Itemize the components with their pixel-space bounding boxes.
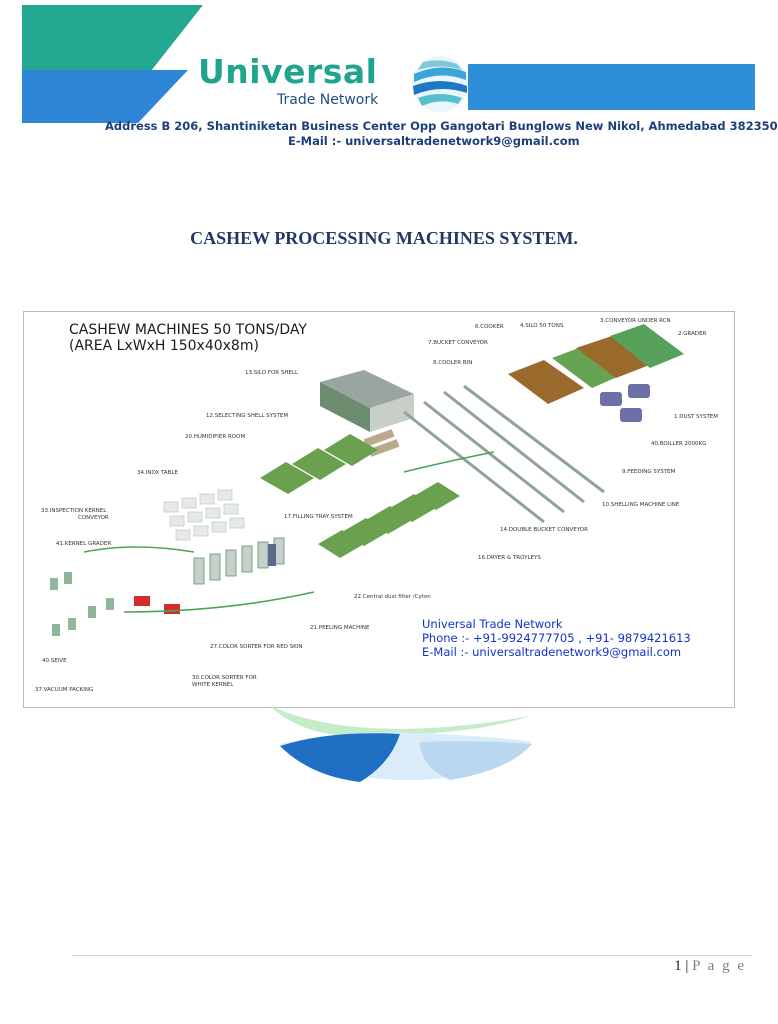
- blue-banner-shape: [22, 70, 188, 123]
- globe-logo-icon: [412, 56, 468, 112]
- conveyor-lines-drawing: [83, 451, 495, 613]
- address-line: Address B 206, Shantiniketan Business Ce…: [105, 119, 778, 133]
- label-shelling-machine-line: 10.SHELLING MACHINE LINE: [602, 502, 680, 508]
- label-humidifier-room: 20.HUMIDIFIER ROOM: [185, 434, 246, 440]
- label-inspection-kernel: 33.INSPECTION KERNEL: [41, 508, 107, 514]
- shelling-line-drawing: [403, 384, 605, 524]
- color-sorter-drawing: [134, 596, 180, 614]
- dryer-trolleys-drawing: [318, 482, 460, 558]
- humidifier-room-drawing: [260, 434, 378, 494]
- inox-table-drawing: [163, 489, 245, 541]
- label-seive: 40.SEIVE: [42, 658, 67, 664]
- right-blue-bar: [468, 64, 755, 110]
- page-title: CASHEW PROCESSING MACHINES SYSTEM.: [190, 228, 578, 248]
- cooker-silo-drawing: [508, 324, 684, 404]
- footer-divider: [72, 955, 752, 956]
- sieve-packing-drawing: [50, 572, 114, 636]
- decorative-swoosh: [270, 706, 532, 782]
- figure-title-line-2: (AREA LxWxH 150x40x8m): [69, 338, 259, 354]
- shell-silo-drawing: [320, 370, 414, 432]
- label-color-sorter-red: 27.COLOR SORTER FOR RED SKIN: [210, 644, 303, 650]
- label-silo-for-shell: 13.SILO FOR SHELL: [245, 370, 299, 376]
- figure-contact-email: E-Mail :- universaltradenetwork9@gmail.c…: [422, 645, 682, 659]
- label-peeling-machine: 21.PEELING MACHINE: [310, 625, 370, 631]
- label-silo: 4.SILO 50 TONS: [520, 323, 564, 329]
- letterhead-graphic: [22, 5, 755, 123]
- boiler-drawing: [600, 384, 650, 422]
- label-central-dust-filter: 22.Central dust filter /Cyton: [354, 594, 431, 600]
- label-grader: 2.GRADER: [678, 331, 707, 337]
- letterhead: Universal Trade Network Address B 206, S…: [0, 0, 778, 160]
- page-number: 1 | P a g e: [674, 958, 746, 975]
- label-kernel-grader: 41.KERNEL GRADER: [56, 541, 112, 547]
- selecting-shell-drawing: [363, 429, 400, 457]
- figure-contact-block: Universal Trade Network Phone :- +91-992…: [422, 617, 691, 659]
- label-filling-tray: 17.FILLING TRAY SYSTEM: [284, 514, 353, 520]
- label-bucket-conveyor: 7.BUCKET CONVEYOR: [428, 340, 488, 346]
- label-selecting-shell: 12.SELECTING SHELL SYSTEM: [206, 413, 289, 419]
- label-boiler: 40.BOILLER 2000KG: [651, 441, 707, 447]
- label-cooler-bin: 8.COOLER BIN: [433, 360, 473, 366]
- label-inox-table: 34.INOX TABLE: [137, 470, 178, 476]
- label-vacuum-packing: 37.VACUUM PACKING: [35, 687, 94, 693]
- figure-contact-name: Universal Trade Network: [422, 617, 563, 631]
- brand-subtitle: Trade Network: [277, 92, 379, 108]
- figure-title-line-1: CASHEW MACHINES 50 TONS/DAY: [69, 322, 307, 338]
- label-dryer-trolleys: 16.DRYER & TROYLEYS: [478, 555, 541, 561]
- label-cooker: 6.COOKER: [475, 324, 504, 330]
- brand-title: Universal: [198, 52, 378, 91]
- label-white-kernel: WHITE KERNEL: [192, 682, 234, 688]
- page-label: P a g e: [692, 958, 746, 974]
- page-number-separator: |: [681, 958, 693, 974]
- dust-filter-drawing: [268, 544, 276, 566]
- label-color-sorter-white: 30.COLOR SORTER FOR: [192, 675, 257, 681]
- label-double-bucket-conveyor: 14.DOUBLE BUCKET CONVEYOR: [500, 527, 588, 533]
- machines-layout-figure: CASHEW MACHINES 50 TONS/DAY (AREA LxWxH …: [23, 311, 735, 708]
- label-inspection-conveyor: CONVEYOR: [78, 515, 109, 521]
- label-dust-system: 1.DUST SYSTEM: [674, 414, 719, 420]
- page-number-value: 1: [674, 958, 682, 974]
- label-feeding-system: 9.FEEDING SYSTEM: [622, 469, 676, 475]
- header-email: E-Mail :- universaltradenetwork9@gmail.c…: [288, 134, 580, 148]
- label-conveyor-under-rcn: 3.CONVEYOR UNDER RCN: [600, 318, 671, 324]
- figure-contact-phone: Phone :- +91-9924777705 , +91- 987942161…: [422, 631, 691, 645]
- figure-title: CASHEW MACHINES 50 TONS/DAY (AREA LxWxH …: [69, 322, 307, 354]
- machines-illustration: [50, 324, 684, 636]
